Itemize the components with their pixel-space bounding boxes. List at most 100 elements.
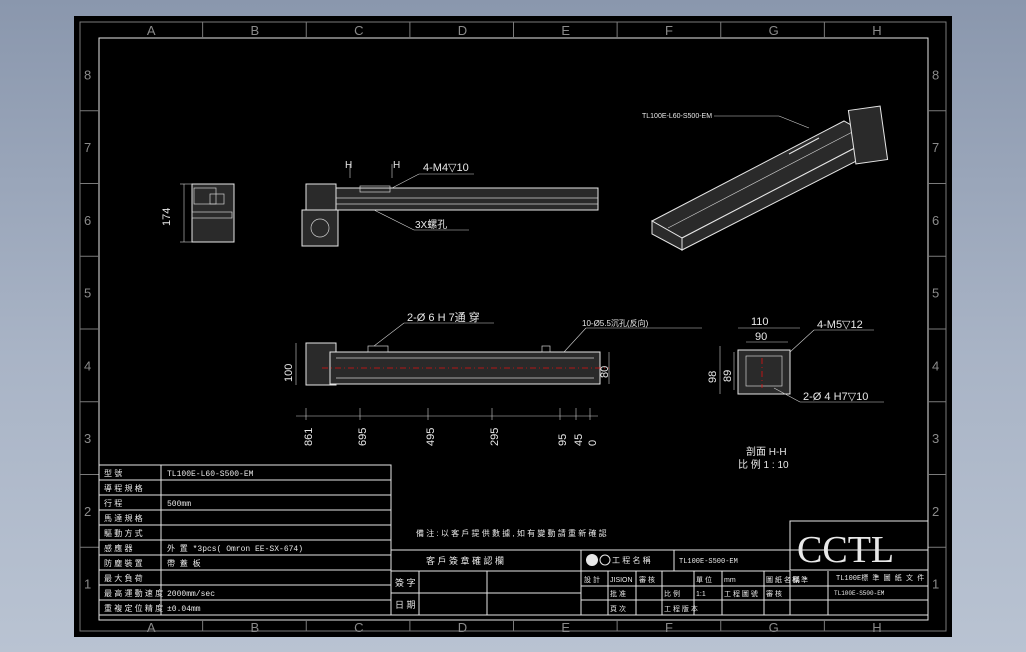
section-thread-callout: 4-M5▽12	[817, 319, 863, 331]
drawing-note: 備 注 : 以 客 戶 提 供 數 據 , 如 有 變 動 請 重 新 確 認	[416, 528, 607, 538]
title-cell: 工 程 圖 號	[724, 589, 758, 598]
bottom-dim-95: 95	[557, 434, 569, 446]
zone-col-E-bottom: E	[561, 620, 570, 635]
zone-col-A-top: A	[147, 23, 156, 38]
title-cell: 頁 次	[610, 604, 626, 613]
section-view: 110 90 98 89 4-M5▽12 2-Ø 4 H7▽10 剖面 H-H …	[707, 316, 884, 471]
zone-row-2-right: 2	[932, 504, 939, 519]
title-cell: 1:1	[696, 591, 706, 598]
zone-row-4-right: 4	[932, 358, 939, 373]
drawing-number: TL100E-S500-EM	[834, 590, 885, 597]
isometric-view: TL100E-L60-S500-EM	[642, 105, 889, 251]
zone-row-8-right: 8	[932, 67, 939, 82]
spec-label: 感 應 器	[104, 543, 132, 553]
title-cell: 比 例	[664, 589, 680, 598]
bottom-dim-295: 295	[489, 428, 501, 446]
zone-row-6-right: 6	[932, 213, 939, 228]
zone-col-F-bottom: F	[665, 620, 673, 635]
spec-label: 重 複 定 位 精 度	[104, 603, 163, 613]
section-height-outer: 98	[707, 371, 719, 383]
spec-value: TL100E-L60-S500-EM	[167, 470, 254, 479]
section-mark-left: H	[345, 160, 352, 171]
zone-col-C-bottom: C	[354, 620, 363, 635]
title-cell: 單 位	[696, 575, 712, 584]
title-cell: 設 計	[584, 575, 600, 584]
zone-col-G-bottom: G	[769, 620, 779, 635]
section-width-inner: 90	[755, 331, 767, 343]
section-scale: 比 例 1 : 10	[738, 458, 789, 471]
title-cell: 圖 紙 名 稱	[766, 575, 800, 584]
title-cell: 審 核	[766, 589, 782, 598]
zone-col-H-bottom: H	[872, 620, 881, 635]
section-height-inner: 89	[722, 370, 734, 382]
zone-row-5-right: 5	[932, 286, 939, 301]
zone-row-5-left: 5	[84, 286, 91, 301]
bottom-dim-0: 0	[587, 440, 599, 446]
spec-label: 驅 動 方 式	[104, 528, 143, 538]
title-cell: 審 核	[639, 575, 655, 584]
customer-sign-label: 簽 字	[395, 577, 416, 588]
top-view: H H 4-M4▽10 3X螺孔	[301, 160, 599, 247]
top-thread-callout: 4-M4▽10	[423, 162, 469, 174]
front-hole-callout: 10-Ø5.5沉孔(反向)	[582, 318, 649, 328]
zone-row-2-left: 2	[84, 504, 91, 519]
zone-row-1-left: 1	[84, 577, 91, 592]
zone-col-C-top: C	[354, 23, 363, 38]
zone-row-4-left: 4	[84, 358, 91, 373]
spec-label: 防 塵 裝 置	[104, 558, 143, 568]
zone-ticks	[80, 22, 946, 631]
spec-value: 2000mm/sec	[167, 590, 215, 599]
zone-row-6-left: 6	[84, 213, 91, 228]
front-right-height: 80	[599, 366, 611, 378]
spec-label: 行 程	[104, 498, 122, 508]
drawing-name: TL100E標 準 圖 紙 文 件	[836, 573, 924, 583]
zone-col-E-top: E	[561, 23, 570, 38]
title-cell: mm	[724, 577, 736, 584]
company-mark-ring-icon	[599, 554, 611, 566]
section-title: 剖面 H-H	[746, 445, 787, 458]
spec-value: 500mm	[167, 500, 191, 509]
title-cell: 標 準	[792, 575, 808, 584]
drawing-model: TL100E-S500-EM	[679, 558, 738, 566]
zone-row-7-right: 7	[932, 140, 939, 155]
spec-label: 馬 達 規 格	[104, 513, 143, 523]
zone-row-3-left: 3	[84, 431, 91, 446]
company-tag: 工 程 名 稱	[612, 555, 651, 565]
zone-col-H-top: H	[872, 23, 881, 38]
zone-col-D-bottom: D	[458, 620, 467, 635]
customer-date-label: 日 期	[395, 600, 416, 610]
zone-row-8-left: 8	[84, 67, 91, 82]
spec-label: 型 號	[104, 468, 122, 478]
spec-label: 導 程 規 格	[104, 483, 143, 493]
front-view: 2-Ø 6 H 7通 穿 10-Ø5.5沉孔(反向) 100 80 861 69…	[283, 310, 702, 446]
spec-table: 型 號 TL100E-L60-S500-EM 導 程 規 格行 程 500mm 馬 達 …	[98, 464, 392, 616]
bottom-dim-45: 45	[573, 434, 585, 446]
section-pin-callout: 2-Ø 4 H7▽10	[803, 391, 868, 403]
zone-col-D-top: D	[458, 23, 467, 38]
zone-col-F-top: F	[665, 23, 673, 38]
title-cell: 工 程 版 本	[664, 604, 698, 613]
company-mark-icon	[586, 554, 598, 566]
spec-value: 外 置 *3pcs( Omron EE-SX-674)	[167, 543, 303, 554]
front-pin-callout: 2-Ø 6 H 7通 穿	[407, 310, 480, 324]
zone-col-A-bottom: A	[147, 620, 156, 635]
bottom-dim-695: 695	[357, 428, 369, 446]
bottom-dim-495: 495	[425, 428, 437, 446]
zone-row-7-left: 7	[84, 140, 91, 155]
zone-col-G-top: G	[769, 23, 779, 38]
cctl-logo: CCTL	[797, 529, 894, 571]
zone-row-3-right: 3	[932, 431, 939, 446]
spec-value: ±0.04mm	[167, 605, 201, 614]
iso-model-label: TL100E-L60-S500-EM	[642, 113, 712, 120]
side-height-dim: 174	[161, 208, 173, 226]
customer-box: 客 戶 簽 章 確 認 欄 簽 字 日 期	[390, 549, 582, 616]
spec-label: 最 高 運 動 速 度	[104, 588, 163, 598]
customer-box-title: 客 戶 簽 章 確 認 欄	[426, 555, 504, 566]
zone-col-B-bottom: B	[250, 620, 259, 635]
spec-label: 最 大 負 荷	[104, 573, 143, 583]
spec-value: 帶 蓋 板	[167, 558, 201, 569]
